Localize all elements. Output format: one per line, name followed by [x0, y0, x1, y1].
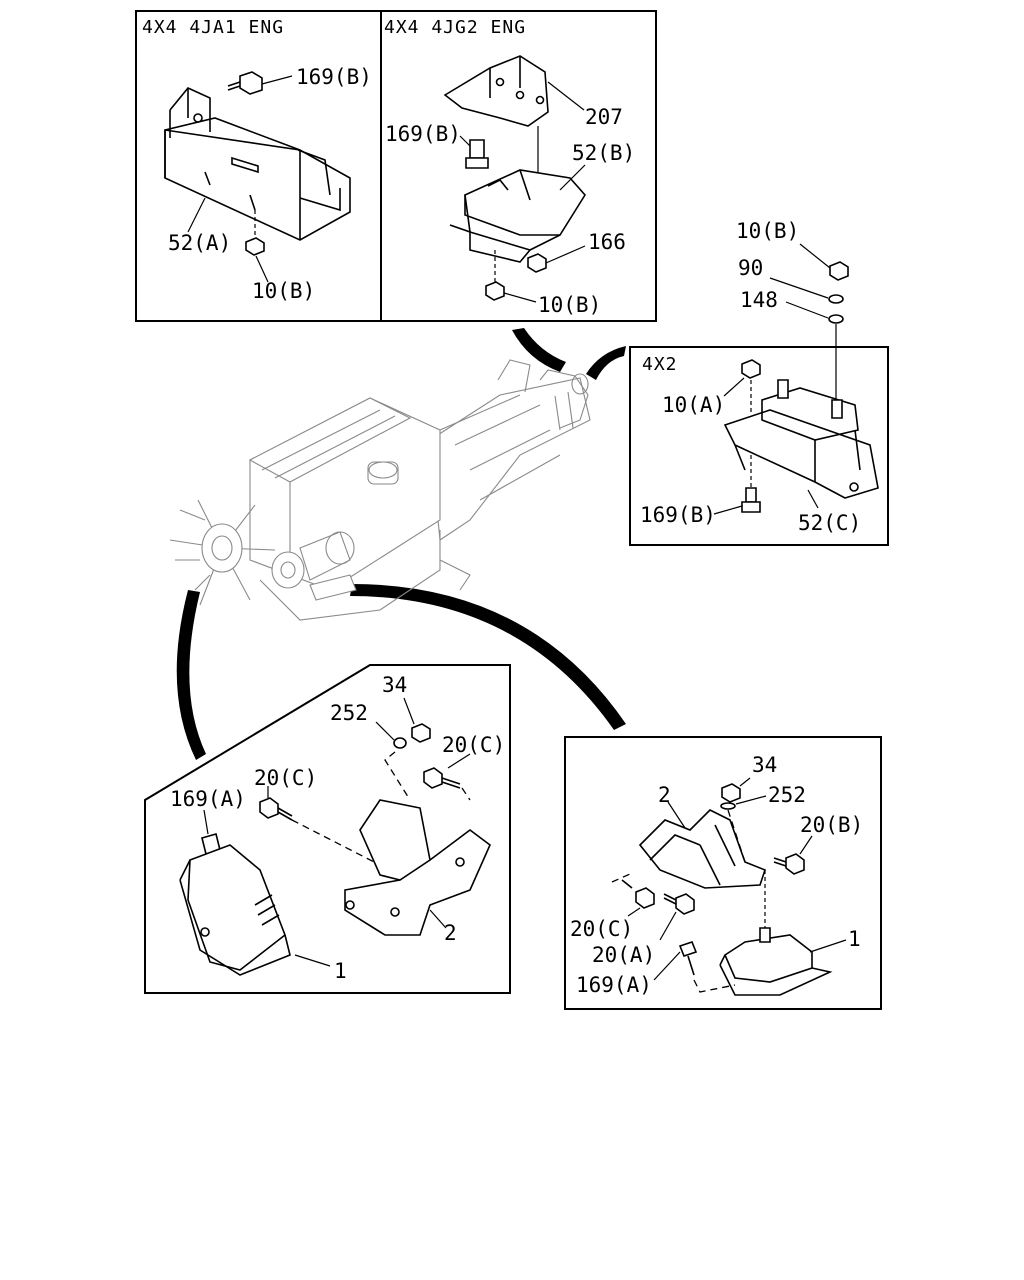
label-1: 1 [334, 959, 347, 983]
label-10a: 10(A) [662, 393, 725, 417]
engine-mount-1 [179, 844, 331, 976]
label-34: 34 [752, 753, 777, 777]
bolt-20c-left-part [259, 786, 381, 866]
nut-10b-part [245, 210, 269, 283]
nut-10a-part [723, 359, 761, 412]
label-34: 34 [382, 673, 407, 697]
nut-10b-part [485, 250, 537, 303]
washer-90-part [769, 277, 844, 304]
label-2: 2 [658, 783, 671, 807]
bolt-20b-part [773, 835, 813, 875]
bolt-20c-part [611, 873, 655, 917]
bolt-169b-part [459, 135, 489, 169]
washer-148-part [785, 301, 844, 400]
bracket-207-part [443, 55, 585, 210]
label-1: 1 [848, 927, 861, 951]
label-169b: 169(B) [385, 122, 461, 146]
label-20c-right: 20(C) [442, 733, 505, 757]
nut-166-part [527, 245, 586, 273]
bolt-20a-part [659, 893, 695, 941]
label-52c: 52(C) [798, 511, 861, 535]
bolt-20c-right-part [423, 753, 471, 801]
engine-mount-52c [723, 379, 879, 509]
label-169a: 169(A) [576, 973, 652, 997]
panel-header: 4X4 4JA1 ENG [142, 17, 284, 38]
label-90: 90 [738, 256, 763, 280]
panel-4x2: 4X2 10(B) 90 148 10(A) [629, 219, 889, 546]
engine-mount-52b [449, 164, 586, 263]
nut-34-part [403, 697, 431, 743]
nut-10b-top-part [799, 243, 849, 281]
label-169b: 169(B) [296, 65, 372, 89]
label-252: 252 [330, 701, 368, 725]
label-20b: 20(B) [800, 813, 863, 837]
engine-mount-1 [719, 870, 847, 996]
bolt-169a-part [653, 941, 736, 993]
panel-front-right-mount: 34 252 2 20(B) 20(C) [564, 736, 882, 1010]
label-20c: 20(C) [570, 917, 633, 941]
bolt-169b-part [713, 455, 761, 515]
label-2: 2 [444, 921, 457, 945]
label-148: 148 [740, 288, 778, 312]
engine-assembly [169, 359, 591, 621]
label-166: 166 [588, 230, 626, 254]
label-20a: 20(A) [592, 943, 655, 967]
bolt-169b-part [227, 71, 293, 95]
panel-front-left-mount: 34 252 20(C) 20(C) 169(A) [144, 664, 511, 994]
label-20c-left: 20(C) [254, 766, 317, 790]
bracket-2-part [638, 801, 766, 889]
callout-arrows [176, 328, 626, 760]
label-10b: 10(B) [538, 293, 601, 317]
bracket-2-part [344, 799, 491, 936]
label-52a: 52(A) [168, 231, 231, 255]
panel-4x4-4ja1: 4X4 4JA1 ENG 169(B) 52(A) 10(B) [135, 10, 382, 322]
label-10b-top: 10(B) [736, 219, 799, 243]
label-169b: 169(B) [640, 503, 716, 527]
nut-34-part [721, 777, 751, 803]
panel-header: 4X2 [642, 354, 678, 375]
label-52b: 52(B) [572, 141, 635, 165]
panel-4x4-4jg2: 4X4 4JG2 ENG 207 169(B) 52(B) [380, 10, 657, 322]
fan [169, 499, 276, 606]
label-169a: 169(A) [170, 787, 246, 811]
label-10b: 10(B) [252, 279, 315, 303]
washer-252-part [375, 721, 411, 801]
label-207: 207 [585, 105, 623, 129]
panel-header: 4X4 4JG2 ENG [384, 17, 526, 38]
engine-mount-52a [164, 87, 351, 241]
label-252: 252 [768, 783, 806, 807]
